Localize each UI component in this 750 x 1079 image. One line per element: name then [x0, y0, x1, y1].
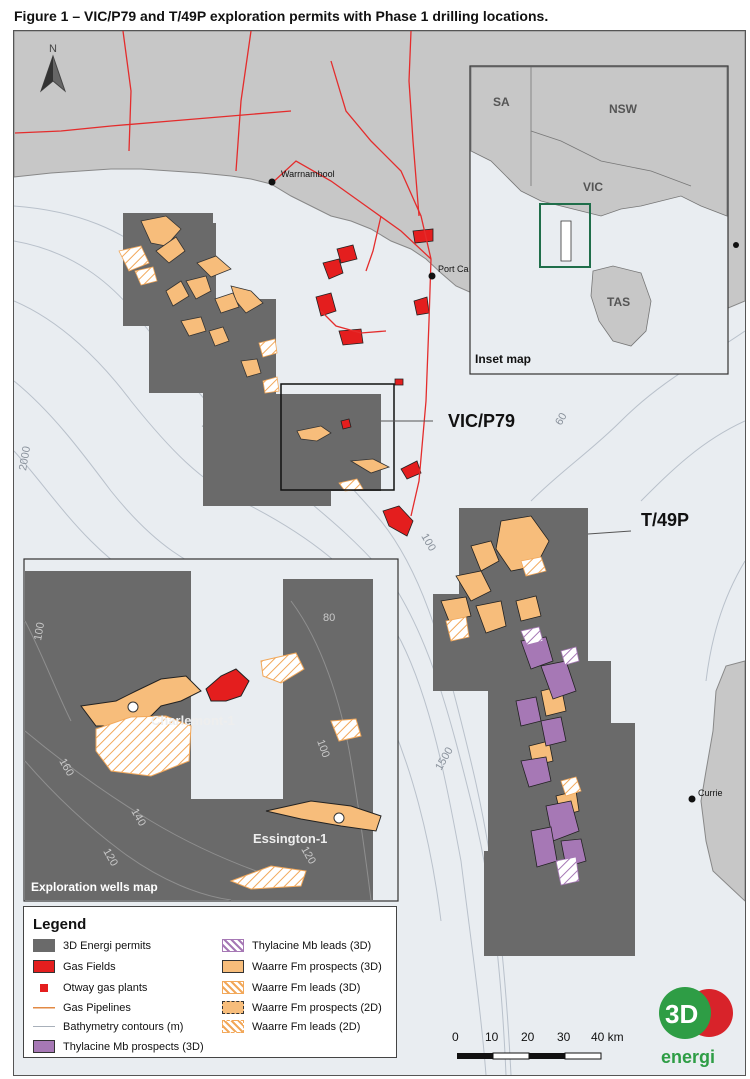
swatch-permits — [33, 939, 55, 952]
legend-title: Legend — [33, 916, 87, 933]
vic-p79-label: VIC/P79 — [448, 411, 515, 431]
legend-item-waarre-leads-2d: Waarre Fm leads (2D) — [222, 1020, 360, 1033]
legend-item-thylacine-prospects: Thylacine Mb prospects (3D) — [33, 1040, 204, 1053]
legend-item-gas-fields: Gas Fields — [33, 960, 116, 973]
wells-map-label: Exploration wells map — [31, 880, 158, 894]
inset-label-sa: SA — [493, 95, 510, 109]
t49p-label-leader — [587, 530, 632, 535]
legend-label: 3D Energi permits — [63, 939, 152, 952]
inset-map-label: Inset map — [475, 352, 531, 366]
port-campbell-label: Port Ca — [438, 264, 469, 274]
legend-label: Bathymetry contours (m) — [63, 1020, 184, 1033]
legend-label: Gas Pipelines — [63, 1001, 131, 1014]
scale-tick: 30 — [557, 1030, 571, 1044]
contour-label: 60 — [553, 411, 570, 428]
currie-marker: Currie — [688, 788, 723, 803]
swatch-thylacine-prospects — [33, 1040, 55, 1053]
legend-item-waarre-prospects-2d: Waarre Fm prospects (2D) — [222, 1001, 382, 1014]
swatch-waarre-prospects-3d — [222, 960, 244, 973]
legend-item-waarre-prospects-3d: Waarre Fm prospects (3D) — [222, 960, 382, 973]
currie-label: Currie — [698, 788, 723, 798]
scale-tick: 0 — [452, 1030, 459, 1044]
scale-tick: 40 km — [591, 1030, 624, 1044]
gas-field-wells — [205, 668, 250, 702]
exploration-wells-map[interactable]: 100 80 160 140 120 120 100 Charlemont-1 … — [23, 558, 399, 902]
logo-energi-text: energi — [661, 1047, 715, 1067]
swatch-gas-plants — [33, 981, 55, 994]
legend-label: Thylacine Mb prospects (3D) — [63, 1040, 204, 1053]
wells-contour-label: 80 — [323, 612, 335, 624]
figure-title: Figure 1 – VIC/P79 and T/49P exploration… — [14, 8, 549, 24]
swatch-pipelines — [33, 1001, 55, 1014]
king-island — [700, 660, 745, 902]
scale-tick: 10 — [485, 1030, 499, 1044]
port-campbell-marker: Port Ca — [428, 264, 469, 280]
legend-item-permits: 3D Energi permits — [33, 939, 151, 952]
inset-extent-box — [539, 203, 591, 268]
inset-label-tas: TAS — [607, 295, 630, 309]
map-frame: 2000 1000 120 60 100 1500 200 — [13, 30, 746, 1076]
legend-label: Otway gas plants — [63, 981, 148, 994]
thylacine-leads — [520, 626, 580, 886]
t49p-label: T/49P — [641, 510, 689, 530]
legend-label: Gas Fields — [63, 960, 116, 973]
waarre-leads-t49p — [445, 556, 582, 797]
scale-bar: 0 10 20 30 40 km — [452, 1030, 624, 1060]
north-label: N — [49, 43, 57, 55]
wells-contour-label: 100 — [32, 621, 47, 641]
legend-panel: Legend 3D Energi permits Gas Fields Otwa… — [23, 906, 397, 1058]
charlemont-well-marker[interactable] — [127, 701, 139, 713]
3d-energi-logo: 3D energi — [659, 987, 733, 1067]
legend-label: Thylacine Mb leads (3D) — [252, 939, 372, 952]
logo-3d-text: 3D — [665, 999, 698, 1029]
thylacine-prospects — [515, 636, 587, 868]
inset-label-vic: VIC — [583, 180, 603, 194]
essington-well-marker[interactable] — [333, 812, 345, 824]
north-arrow-icon[interactable]: N — [39, 43, 67, 93]
charlemont-label: Charlemont-1 — [151, 713, 235, 728]
contour-label: 2000 — [17, 445, 33, 471]
waarre-leads-vic — [118, 245, 364, 492]
swatch-waarre-leads-3d — [222, 981, 244, 994]
legend-label: Waarre Fm prospects (3D) — [252, 960, 382, 973]
inset-label-nsw: NSW — [609, 102, 638, 116]
essington-label: Essington-1 — [253, 831, 327, 846]
legend-item-waarre-leads-3d: Waarre Fm leads (3D) — [222, 981, 360, 994]
gas-pipelines — [14, 31, 432, 517]
scale-tick: 20 — [521, 1030, 535, 1044]
warrnambool-marker: Warrnambool — [268, 169, 335, 186]
swatch-waarre-prospects-2d — [222, 1001, 244, 1014]
waarre-prospects-vic — [140, 215, 391, 474]
waarre-lead-east — [330, 718, 362, 742]
legend-label: Waarre Fm leads (2D) — [252, 1020, 361, 1033]
charlemont-lead — [95, 715, 192, 777]
essington-prospect — [265, 800, 382, 832]
inset-map[interactable]: SA NSW VIC TAS Inset map — [469, 65, 739, 375]
warrnambool-label: Warrnambool — [281, 169, 335, 179]
swatch-bathymetry — [33, 1020, 55, 1033]
swatch-waarre-leads-2d — [222, 1020, 244, 1033]
legend-item-pipelines: Gas Pipelines — [33, 1001, 131, 1014]
legend-item-bathymetry: Bathymetry contours (m) — [33, 1020, 183, 1033]
gas-fields — [315, 228, 434, 537]
map-canvas: 2000 1000 120 60 100 1500 200 — [14, 31, 745, 1075]
legend-label: Waarre Fm prospects (2D) — [252, 1001, 382, 1014]
waarre-lead-south — [229, 865, 307, 890]
wells-map-locator — [280, 383, 395, 491]
swatch-thylacine-leads — [222, 939, 244, 952]
waarre-lead-north — [260, 652, 305, 684]
wells-contour-label: 100 — [314, 738, 332, 759]
swatch-gas-fields — [33, 960, 55, 973]
legend-item-gas-plants: Otway gas plants — [33, 981, 147, 994]
legend-item-thylacine-leads: Thylacine Mb leads (3D) — [222, 939, 371, 952]
legend-label: Waarre Fm leads (3D) — [252, 981, 361, 994]
